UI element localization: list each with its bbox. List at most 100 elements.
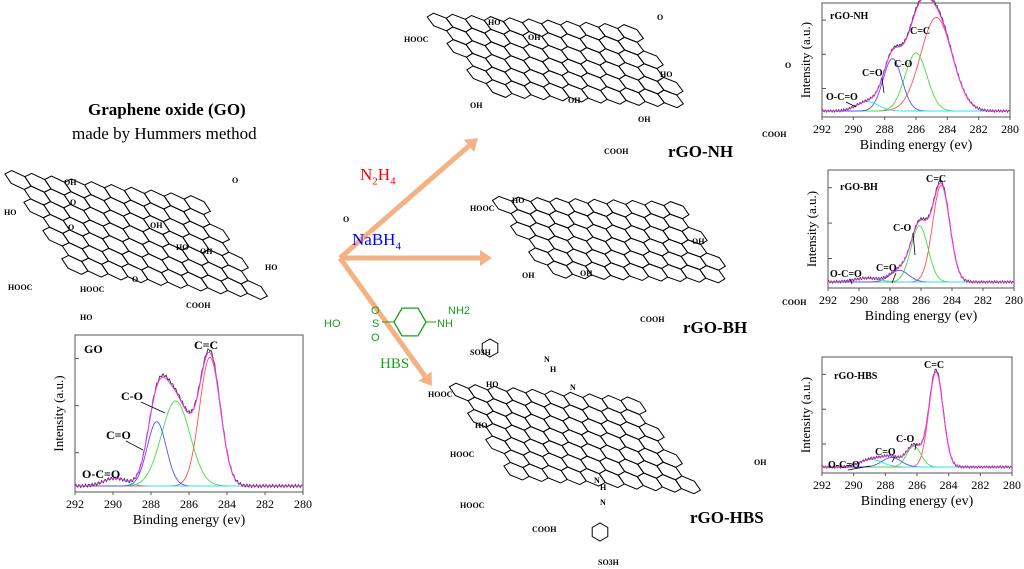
hexagon-ring [699,265,726,284]
raw-spectrum [821,368,1012,470]
chart-title: GO [84,342,103,356]
peak-annotation: C-O [894,59,913,70]
reaction-arrow-shaft [338,143,471,260]
annotation-arrow [914,443,917,451]
rgo-hbs-sheet [448,382,702,495]
y-axis-label: Intensity (a.u.) [804,191,819,267]
hbs-atom-label: NH2 [448,305,470,317]
chart-title: rGO-HBS [834,371,878,382]
functional-group-label: HOOC [404,35,429,44]
functional-group-label: HOOC [428,390,453,399]
functional-group-label: O [70,198,76,207]
x-tick-label: 292 [66,497,84,511]
reaction-arrowhead [480,250,492,266]
x-tick-label: 286 [908,478,926,492]
functional-group-label: O [132,275,138,284]
go-sheet [4,170,269,300]
peak-annotation: C=O [875,447,896,458]
functional-group-label: HOOC [450,450,475,459]
x-tick-label: 290 [104,497,122,511]
x-tick-label: 286 [912,293,930,307]
envelope-fit [822,371,1012,468]
rgo-nh-sheet [426,12,685,109]
go-title: Graphene oxide (GO) [88,100,246,119]
functional-group-label: COOH [604,147,629,156]
x-tick-label: 280 [294,497,312,511]
product-rgo-bh: rGO-BH [683,318,748,337]
y-axis-label: Intensity (a.u.) [51,375,66,451]
peak-annotation: C=O [106,428,131,442]
x-tick-label: 288 [881,293,899,307]
product-rgo-hbs: rGO-HBS [690,508,764,527]
functional-group-label: OH [470,101,483,110]
nabh4-base: NaBH [352,230,396,249]
functional-group-label: OH [568,96,581,105]
functional-group-label: O [657,13,663,22]
x-tick-label: 282 [256,497,274,511]
functional-group-label: N [544,355,550,364]
functional-group-label: HO [4,208,16,217]
x-tick-label: 286 [907,122,925,136]
functional-group-label: OH [638,115,651,124]
peak-annotation: O-C=O [82,467,120,481]
annotation-arrow [891,456,896,463]
hbs-atom-label: O [371,332,380,344]
functional-group-label: HOOC [80,285,105,294]
annotation-arrow [140,401,166,414]
peak-annotation: C=O [876,263,897,274]
functional-group-label: HOOC [460,501,485,510]
x-tick-label: 284 [218,497,236,511]
functional-group-label: HO [486,380,498,389]
annotation-arrow [847,465,871,471]
functional-group-label: OH [64,178,77,187]
annotation-arrow [912,232,916,256]
functional-group-label: O [232,176,238,185]
benzene-ring [481,338,499,358]
functional-group-label: O [343,215,349,224]
reaction-arrowhead [463,138,478,152]
y-axis-label: Intensity (a.u.) [798,22,813,98]
x-tick-label: 288 [876,478,894,492]
x-tick-label: 292 [813,122,831,136]
functional-group-label: H [550,365,557,374]
peak-annotation: C-O [893,223,912,234]
peak-annotation: C=C [924,360,944,371]
x-tick-label: 284 [943,293,961,307]
hexagon-ring [240,279,269,300]
envelope-fit [828,182,1014,283]
reaction-arrowhead [418,371,432,386]
reaction-arrow-shaft [337,256,428,378]
peak-annotation: O-C=O [826,92,858,103]
hexagon-ring [656,89,685,109]
functional-group-label: OH [580,269,593,278]
functional-group-label: HO [660,70,672,79]
x-axis-label: Binding energy (ev) [860,138,973,153]
reagent-hbs: HBS [380,356,410,372]
fitted-peak-C=O [822,58,1010,112]
functional-group-label: O [785,61,791,70]
n2h4-sub: 4 [390,175,396,188]
envelope-fit [822,0,1010,112]
functional-group-label: COOH [762,130,787,139]
functional-group-label: HO [488,18,500,27]
n2h4-n: N [360,165,373,184]
annotation-arrow [891,272,897,284]
x-tick-label: 290 [844,122,862,136]
functional-group-label: OH [522,271,535,280]
x-tick-label: 284 [940,478,958,492]
x-tick-label: 282 [974,293,992,307]
x-tick-label: 288 [876,122,894,136]
hbs-benzene-ring [393,307,427,337]
functional-group-label: COOH [532,525,557,534]
functional-group-label: HOOC [470,204,495,213]
x-tick-label: 280 [1005,293,1023,307]
functional-group-label: SO3H [598,558,620,567]
x-tick-label: 292 [819,293,837,307]
chart-title: rGO-NH [830,11,869,22]
x-tick-label: 290 [845,478,863,492]
peak-annotation: C-O [896,434,915,445]
hbs-atom-label: HO [324,318,341,330]
raw-spectrum [827,179,1014,285]
